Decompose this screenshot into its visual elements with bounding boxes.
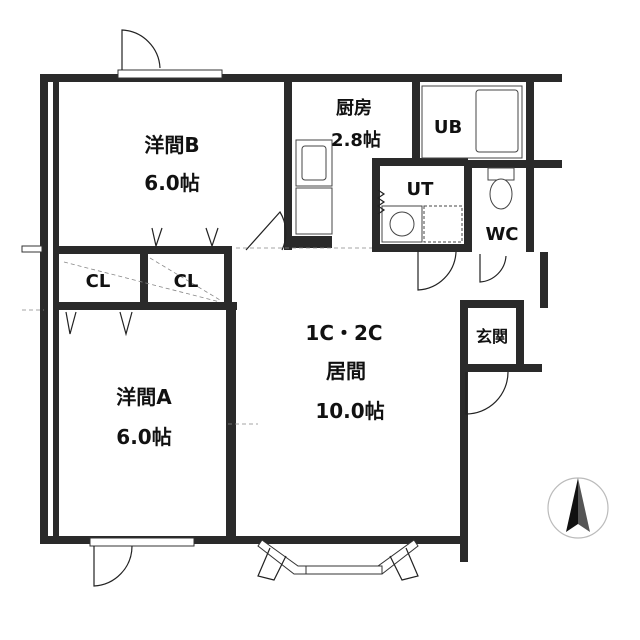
north-arrow-icon: [547, 477, 609, 539]
doors: [65, 29, 509, 587]
bay-sash-left: [257, 547, 287, 581]
wall-ub-left: [412, 82, 420, 158]
living-layout: 1C・2C: [305, 321, 382, 345]
closet-rod-left: [63, 261, 221, 303]
wall-right-living: [460, 300, 468, 562]
compass-needle-light: [578, 478, 590, 532]
room-name-western-b: 洋間B: [144, 133, 199, 157]
toilet-tank: [487, 167, 515, 181]
closet-door-a2: [119, 311, 133, 337]
kitchen-sink-basin: [301, 145, 327, 181]
windows: [21, 69, 419, 575]
wall-bottom-living: [232, 536, 468, 544]
room-name-kitchen: 厨房: [336, 97, 372, 119]
wall-right-western-b: [284, 82, 292, 250]
washing-machine-space: [423, 205, 463, 243]
wall-ut-left: [372, 158, 380, 250]
zigzag-mark: [376, 189, 386, 215]
wall-entrance-inner: [516, 300, 524, 370]
kitchen-counter: [295, 187, 333, 235]
room-name-western-a: 洋間A: [116, 385, 172, 409]
toilet-bowl: [489, 178, 513, 210]
window-western-b: [117, 69, 223, 79]
room-size-kitchen: 2.8帖: [331, 129, 381, 151]
wall-cl-bottom: [59, 302, 237, 310]
closet-door-b2: [205, 227, 219, 248]
door-swing-ut: [417, 250, 457, 291]
bay-sash-right: [389, 547, 419, 581]
bathtub-basin: [475, 89, 519, 153]
window-left-small: [21, 245, 43, 253]
bay-window-center: [305, 565, 383, 575]
room-size-living: 10.0帖: [315, 399, 384, 423]
room-name-ub: UB: [434, 117, 462, 138]
wall-entrance-right: [540, 252, 548, 308]
wall-cl-right: [224, 246, 232, 308]
wall-ut-right: [464, 162, 472, 252]
wall-ut-bottom: [372, 244, 472, 252]
room-name-entrance: 玄関: [476, 327, 508, 346]
door-swing-western-b-top: [121, 29, 161, 70]
room-labels: 洋間B 6.0帖 厨房 2.8帖 UB UT WC CL CL 1C・2C 居間…: [86, 97, 519, 449]
door-swing-western-a-bottom: [93, 545, 133, 587]
wall-left-inner: [53, 74, 59, 544]
wall-ub-right: [526, 74, 534, 168]
wall-entrance-bottom: [462, 364, 542, 372]
room-size-western-a: 6.0帖: [116, 425, 171, 449]
door-swing-wc: [479, 254, 507, 283]
wall-entrance-top: [460, 300, 520, 308]
door-swing-western-b-living: [245, 210, 287, 251]
room-name-cl-right: CL: [174, 271, 199, 292]
washbasin: [389, 211, 415, 237]
wall-partition-a-living: [226, 310, 236, 536]
room-name-cl-left: CL: [86, 271, 111, 292]
wall-wc-right: [526, 162, 534, 252]
wall-ut-top: [372, 158, 468, 166]
closet-door-a: [65, 311, 77, 335]
room-name-ut: UT: [407, 179, 435, 200]
wall-ub-bottom: [464, 160, 562, 168]
closet-door-b: [151, 227, 163, 249]
wall-top-kitchen: [282, 74, 562, 82]
wall-kitchen-bottom: [292, 236, 332, 248]
room-name-living: 居間: [326, 359, 366, 383]
compass-needle-dark: [566, 478, 578, 532]
walls: [40, 74, 562, 562]
door-swing-entrance: [465, 371, 509, 415]
room-name-wc: WC: [485, 224, 518, 245]
fixtures: [295, 85, 523, 243]
window-western-a: [89, 537, 195, 547]
room-size-western-b: 6.0帖: [144, 171, 199, 195]
wall-left-outer: [40, 74, 48, 544]
wall-cl-divider: [140, 250, 148, 306]
